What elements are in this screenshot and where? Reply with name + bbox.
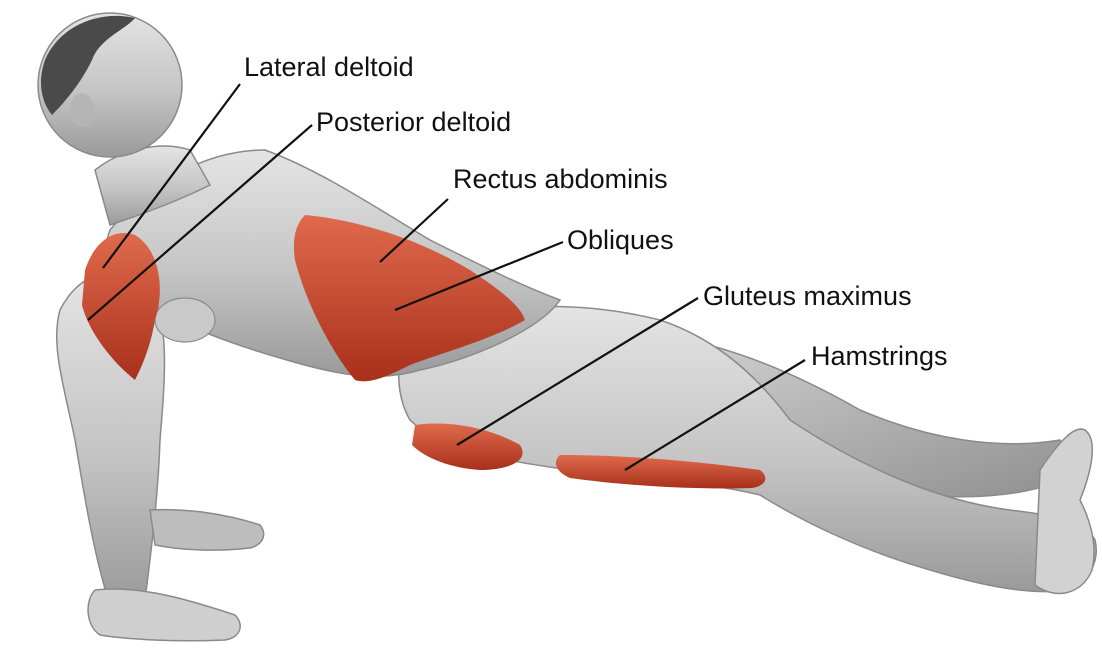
label-obliques: Obliques [567, 225, 674, 255]
label-gluteus-maximus: Gluteus maximus [703, 281, 912, 311]
back-upper-arm [155, 298, 215, 342]
ear [70, 93, 94, 127]
label-posterior-deltoid: Posterior deltoid [316, 107, 511, 137]
human-figure [38, 13, 1096, 641]
label-lateral-deltoid: Lateral deltoid [244, 52, 414, 82]
back-hand [150, 510, 264, 550]
label-hamstrings: Hamstrings [811, 341, 948, 371]
front-hand [88, 589, 240, 641]
label-rectus-abdominis: Rectus abdominis [453, 164, 668, 194]
